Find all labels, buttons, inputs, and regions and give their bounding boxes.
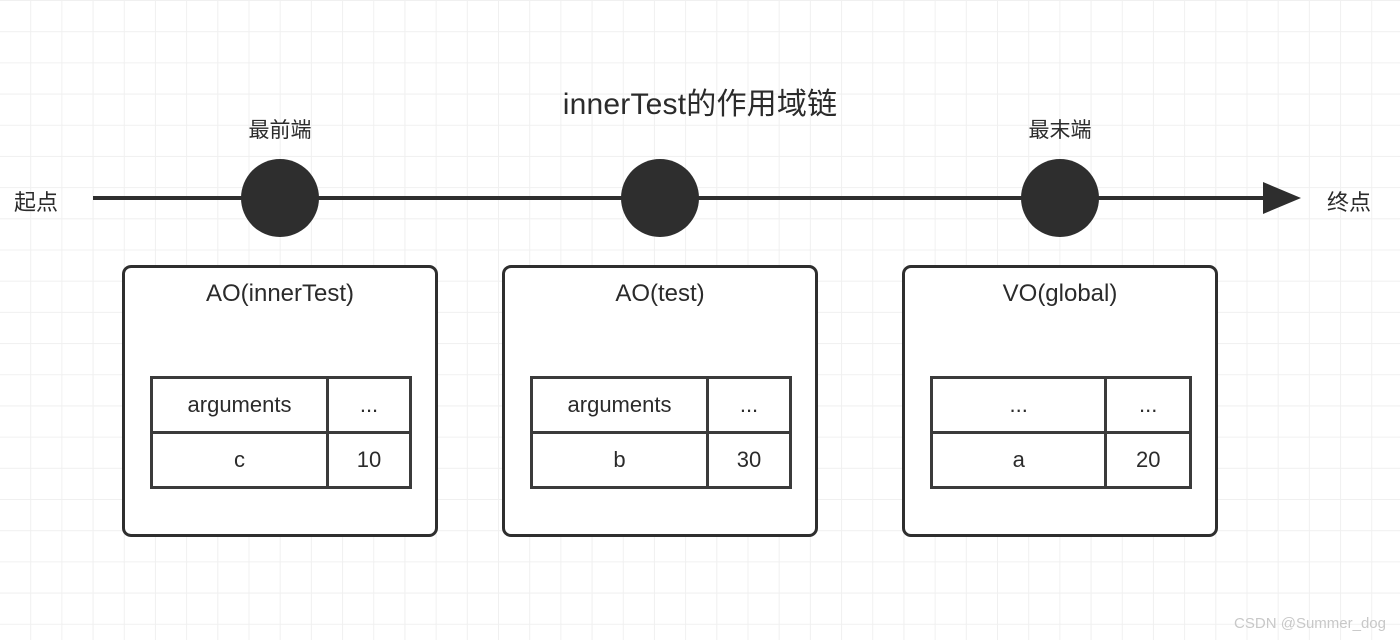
variable-name-cell: ... bbox=[929, 376, 1108, 434]
scope-box-title: VO(global) bbox=[1002, 280, 1118, 307]
scope-box-inner-test[interactable]: AO(innerTest) arguments ... c 10 bbox=[122, 265, 438, 537]
table-row: a 20 bbox=[929, 431, 1192, 489]
scope-variable-table: ... ... a 20 bbox=[929, 376, 1192, 489]
variable-value-cell: 10 bbox=[326, 431, 412, 489]
variable-name-cell: b bbox=[530, 431, 709, 489]
table-row: c 10 bbox=[150, 431, 412, 489]
axis-end-label: 终点 bbox=[1327, 190, 1372, 215]
variable-name-cell: a bbox=[929, 431, 1108, 489]
variable-value-cell: 30 bbox=[706, 431, 792, 489]
variable-value-cell: ... bbox=[1104, 376, 1192, 434]
variable-name-cell: arguments bbox=[530, 376, 709, 434]
variable-value-cell: 20 bbox=[1104, 431, 1192, 489]
variable-name-cell: arguments bbox=[150, 376, 329, 434]
table-row: ... ... bbox=[929, 376, 1192, 434]
scope-node-global[interactable] bbox=[1021, 159, 1099, 237]
axis-start-label: 起点 bbox=[14, 190, 59, 215]
page-title: innerTest的作用域链 bbox=[562, 88, 838, 121]
variable-value-cell: ... bbox=[326, 376, 412, 434]
scope-box-test[interactable]: AO(test) arguments ... b 30 bbox=[502, 265, 818, 537]
scope-box-title: AO(test) bbox=[615, 280, 705, 307]
watermark: CSDN @Summer_dog bbox=[1234, 615, 1386, 632]
table-row: b 30 bbox=[530, 431, 792, 489]
variable-value-cell: ... bbox=[706, 376, 792, 434]
node-label-front: 最前端 bbox=[248, 119, 312, 142]
scope-variable-table: arguments ... b 30 bbox=[530, 376, 792, 489]
right-arrowhead-icon bbox=[1263, 182, 1301, 214]
scope-box-global[interactable]: VO(global) ... ... a 20 bbox=[902, 265, 1218, 537]
scope-node-inner-test[interactable] bbox=[241, 159, 319, 237]
table-row: arguments ... bbox=[530, 376, 792, 434]
node-label-tail: 最末端 bbox=[1028, 119, 1092, 142]
variable-name-cell: c bbox=[150, 431, 329, 489]
scope-variable-table: arguments ... c 10 bbox=[150, 376, 412, 489]
table-row: arguments ... bbox=[150, 376, 412, 434]
scope-node-test[interactable] bbox=[621, 159, 699, 237]
scope-box-title: AO(innerTest) bbox=[205, 280, 355, 307]
